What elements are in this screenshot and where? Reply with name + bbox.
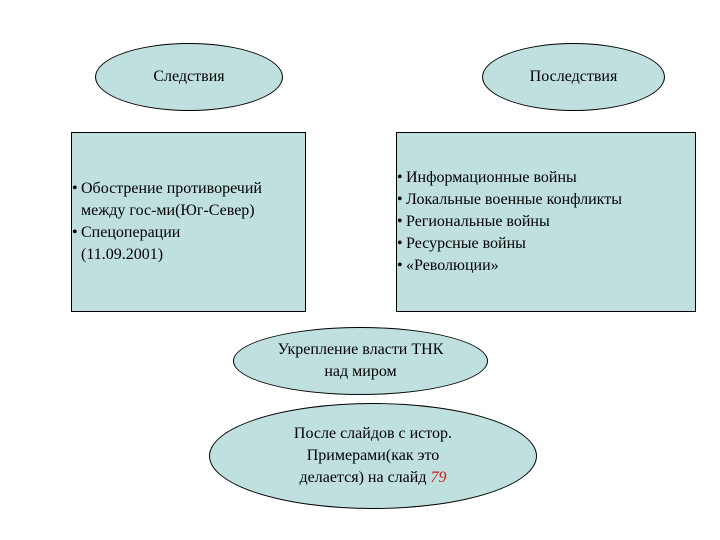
list-item: Локальные военные конфликты bbox=[397, 189, 695, 211]
list-item: Региональные войны bbox=[397, 211, 695, 233]
left-box-list: Обострение противоречий между гос-ми(Юг-… bbox=[72, 178, 301, 266]
list-item-line: Обострение противоречий bbox=[81, 180, 262, 197]
tnk-line: Укрепление власти ТНК bbox=[277, 341, 444, 358]
list-item-line: Спецоперации bbox=[81, 224, 181, 241]
right-box: Информационные войны Локальные военные к… bbox=[396, 132, 696, 312]
list-item: Информационные войны bbox=[397, 167, 695, 189]
note-line: Примерами(как это bbox=[306, 447, 440, 464]
list-item: Ресурсные войны bbox=[397, 233, 695, 255]
note-line: делается) на слайд 79 bbox=[294, 467, 452, 489]
note-ellipse: После слайдов с истор. Примерами(как это… bbox=[209, 403, 537, 509]
list-item: «Революции» bbox=[397, 255, 695, 277]
right-box-list: Информационные войны Локальные военные к… bbox=[397, 167, 695, 277]
list-item-line: (11.09.2001) bbox=[81, 246, 164, 263]
consequences-label: Следствия bbox=[153, 68, 225, 85]
list-item: Обострение противоречий между гос-ми(Юг-… bbox=[72, 178, 301, 222]
slide-number: 79 bbox=[430, 469, 447, 486]
consequences-ellipse: Следствия bbox=[95, 43, 283, 111]
tnk-line: над миром bbox=[324, 363, 397, 380]
aftermath-label: Последствия bbox=[529, 68, 618, 85]
list-item: Спецоперации (11.09.2001) bbox=[72, 222, 301, 266]
left-box: Обострение противоречий между гос-ми(Юг-… bbox=[71, 132, 306, 312]
note-line: После слайдов с истор. bbox=[293, 425, 453, 442]
aftermath-ellipse: Последствия bbox=[482, 43, 665, 111]
list-item-line: между гос-ми(Юг-Север) bbox=[81, 202, 255, 219]
note-line-text: делается) на слайд bbox=[299, 469, 427, 486]
tnk-ellipse: Укрепление власти ТНК над миром bbox=[233, 327, 488, 395]
